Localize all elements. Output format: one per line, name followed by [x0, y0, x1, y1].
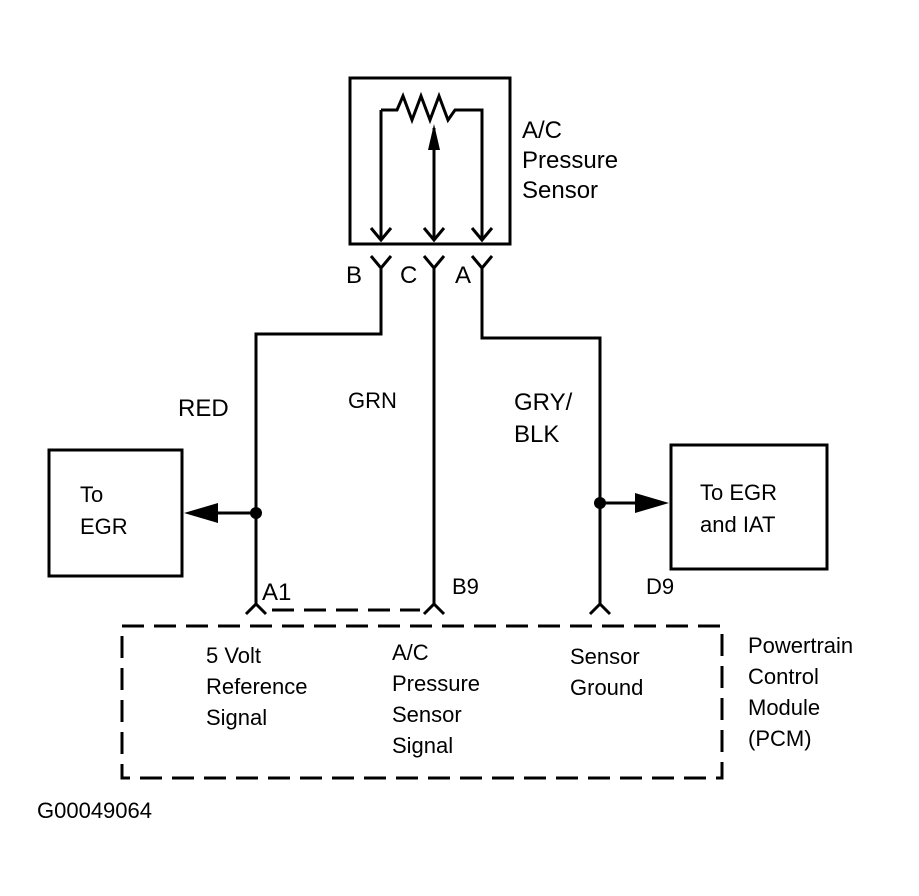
grn-wire-label: GRN: [348, 388, 397, 413]
pcm-label-line4: (PCM): [748, 726, 812, 751]
pcm-label-line2: Control: [748, 664, 819, 689]
pin-label-c: C: [400, 262, 417, 289]
sensor-signal-line2: Pressure: [392, 671, 480, 696]
pin-label-a: A: [455, 262, 471, 289]
sensor-label-line1: A/C: [522, 117, 562, 144]
pcm-connector-symbols: [244, 601, 612, 616]
pcm-box: [120, 624, 724, 780]
pin-arrowheads: [369, 227, 494, 243]
ground-line2: Ground: [570, 675, 643, 700]
ref-signal-line3: Signal: [206, 705, 267, 730]
to-egr-label-line2: EGR: [80, 514, 128, 539]
resistor-symbol: [379, 91, 484, 240]
ref-signal-line2: Reference: [206, 674, 308, 699]
figure-id: G00049064: [37, 798, 152, 823]
arrow-left-icon: [184, 503, 218, 523]
sensor-label-line3: Sensor: [522, 177, 598, 204]
pin-label-b9: B9: [452, 574, 479, 599]
to-egr-iat-label-line2: and IAT: [700, 512, 775, 537]
to-egr-label-line1: To: [80, 482, 103, 507]
sensor-signal-line3: Sensor: [392, 702, 462, 727]
pin-label-a1: A1: [262, 579, 291, 606]
to-egr-iat-label-line1: To EGR: [700, 480, 777, 505]
gry-blk-label-line2: BLK: [514, 421, 559, 448]
ground-line1: Sensor: [570, 644, 640, 669]
red-wire: [254, 268, 383, 604]
sensor-label-line2: Pressure: [522, 147, 618, 174]
pcm-label-line1: Powertrain: [748, 633, 853, 658]
arrow-right-icon: [635, 493, 669, 513]
wiper-arrow-icon: [428, 124, 440, 150]
to-egr-iat-box: [669, 443, 829, 571]
sensor-enclosure: [348, 76, 512, 246]
pin-label-b: B: [346, 262, 362, 289]
sensor-connector-symbols: [369, 255, 494, 271]
sensor-signal-line4: Signal: [392, 733, 453, 758]
sensor-signal-line1: A/C: [392, 640, 429, 665]
to-egr-box: [47, 448, 184, 578]
gry-blk-label-line1: GRY/: [514, 389, 573, 416]
ref-signal-line1: 5 Volt: [206, 643, 261, 668]
red-wire-label: RED: [178, 395, 229, 422]
pcm-label-line3: Module: [748, 695, 820, 720]
gry-blk-wire: [480, 268, 602, 604]
pin-label-d9: D9: [646, 574, 674, 599]
